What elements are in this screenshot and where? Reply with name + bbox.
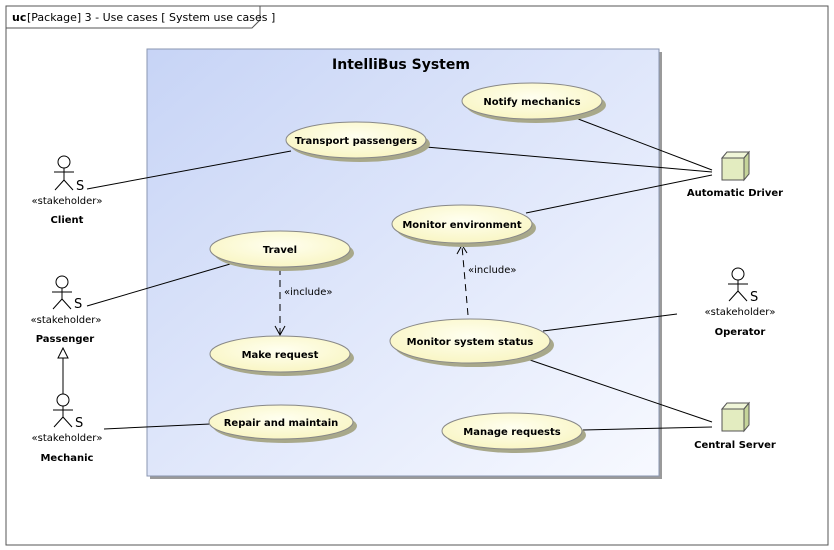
- assoc-mechanic-repair[interactable]: [103, 423, 211, 430]
- use-case-travel[interactable]: Travel: [209, 230, 354, 271]
- actor-stereotype: «stakeholder»: [705, 307, 776, 318]
- use-case-label: Repair and maintain: [224, 418, 339, 429]
- generalization-arrowhead: [57, 346, 69, 359]
- use-case-label: Monitor system status: [407, 337, 534, 348]
- actor-automatic-driver[interactable]: Automatic Driver: [687, 150, 783, 199]
- assoc-status-server[interactable]: [526, 358, 713, 423]
- actor-name: Mechanic: [40, 453, 93, 464]
- use-case-notify-mechanics[interactable]: Notify mechanics: [461, 82, 606, 123]
- actor-central-server[interactable]: Central Server: [694, 401, 776, 451]
- actor-name: Automatic Driver: [687, 188, 783, 199]
- frame-title: [Package] 3 - Use cases [ System use cas…: [27, 11, 275, 24]
- use-case-manage-requests[interactable]: Manage requests: [441, 412, 586, 453]
- frame-title-tab: [5, 5, 261, 29]
- use-case-transport-passengers[interactable]: Transport passengers: [285, 121, 430, 162]
- include-label-travel: «include»: [284, 287, 332, 298]
- actor-name: Passenger: [36, 334, 95, 345]
- frame-keyword: uc: [12, 11, 26, 24]
- stakeholder-marker: S: [76, 179, 84, 194]
- use-case-label: Make request: [242, 350, 319, 361]
- assoc-passenger-travel[interactable]: [86, 261, 238, 307]
- use-case-label: Transport passengers: [295, 136, 417, 147]
- actor-client[interactable]: S «stakeholder» Client: [32, 155, 103, 226]
- use-case-label: Travel: [263, 245, 297, 256]
- stickman-icon: [53, 393, 73, 428]
- include-label-monitor: «include»: [468, 265, 516, 276]
- actor-mechanic[interactable]: S «stakeholder» Mechanic: [32, 393, 103, 464]
- stickman-icon: [54, 155, 74, 191]
- stakeholder-marker: S: [75, 416, 83, 431]
- stakeholder-marker: S: [74, 297, 82, 312]
- stickman-icon: [728, 267, 748, 302]
- assoc-transport-driver[interactable]: [425, 146, 713, 173]
- actor-stereotype: «stakeholder»: [32, 433, 103, 444]
- assoc-notify-driver[interactable]: [572, 116, 713, 171]
- assoc-status-operator[interactable]: [542, 313, 678, 332]
- cube-icon: [720, 150, 751, 182]
- stakeholder-marker: S: [750, 290, 758, 305]
- actor-name: Operator: [715, 327, 766, 338]
- use-case-monitor-system-status[interactable]: Monitor system status: [389, 318, 554, 367]
- use-case-label: Manage requests: [463, 427, 560, 438]
- use-case-monitor-environment[interactable]: Monitor environment: [391, 204, 536, 247]
- actor-stereotype: «stakeholder»: [32, 196, 103, 207]
- use-case-label: Notify mechanics: [483, 97, 580, 108]
- stickman-icon: [52, 275, 72, 310]
- assoc-client-transport[interactable]: [86, 150, 292, 190]
- actor-stereotype: «stakeholder»: [31, 315, 102, 326]
- actor-operator[interactable]: S «stakeholder» Operator: [705, 267, 776, 338]
- assoc-environment-driver[interactable]: [525, 174, 713, 214]
- actor-name: Central Server: [694, 440, 776, 451]
- cube-icon: [720, 401, 751, 433]
- include-travel-arrowhead: [274, 325, 286, 337]
- actor-name: Client: [51, 215, 84, 226]
- associations: [86, 116, 713, 431]
- actor-passenger[interactable]: S «stakeholder» Passenger: [31, 275, 102, 345]
- system-title: IntelliBus System: [332, 57, 470, 73]
- use-case-repair-and-maintain[interactable]: Repair and maintain: [208, 404, 357, 443]
- use-case-label: Monitor environment: [402, 220, 522, 231]
- use-case-make-request[interactable]: Make request: [209, 335, 354, 376]
- assoc-requests-server[interactable]: [582, 426, 713, 431]
